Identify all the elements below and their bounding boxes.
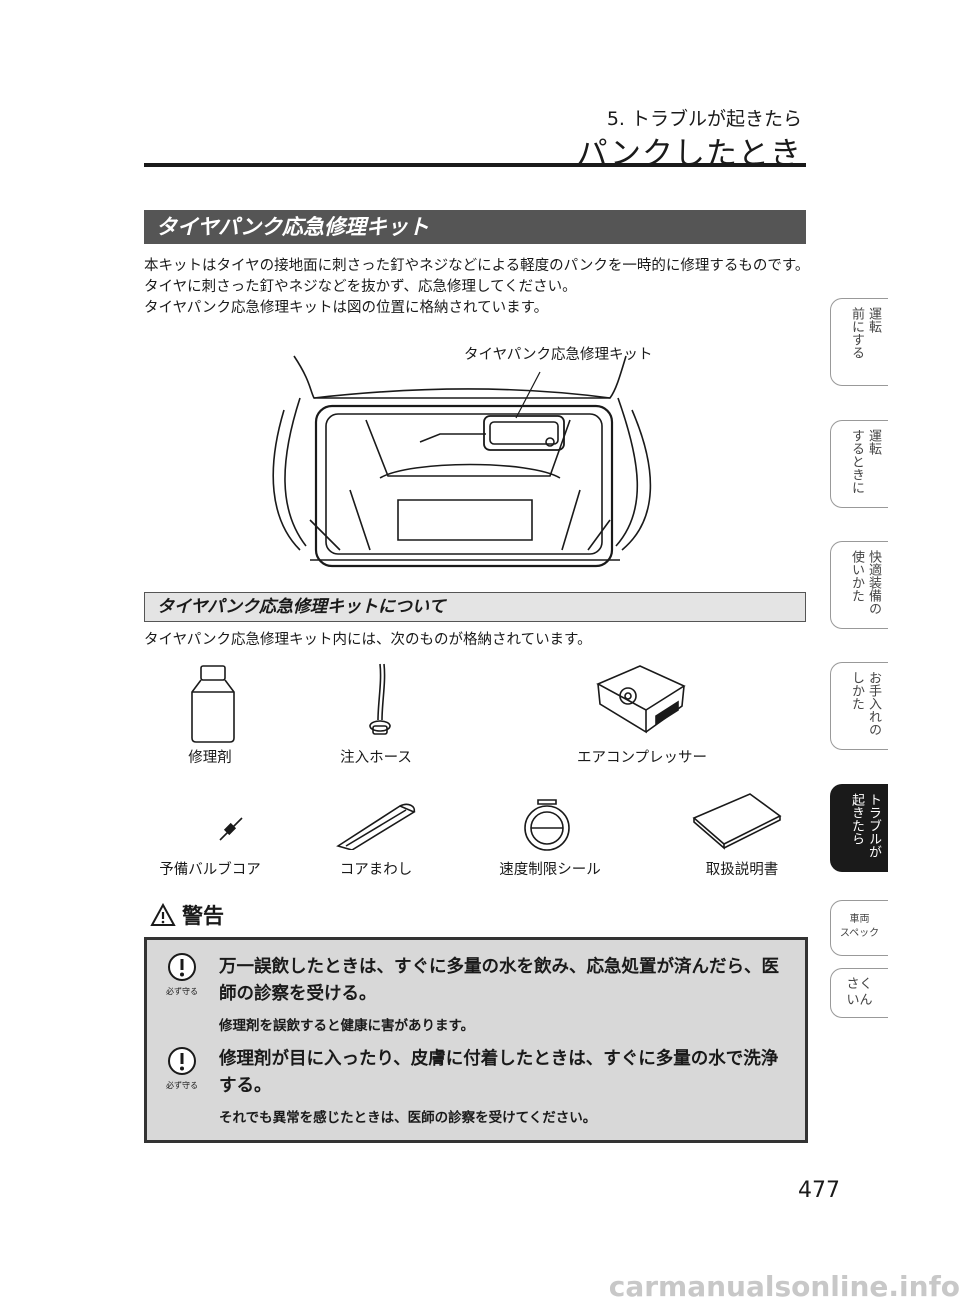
tab-label: 起きたら	[849, 793, 864, 845]
speed-limit-sticker-icon	[524, 799, 570, 851]
tab-label: お手入れの	[866, 671, 881, 736]
warning-title: 警告	[182, 904, 224, 928]
tab-label: するときに	[849, 429, 864, 494]
warning-detail: 修理剤を誤飲すると健康に害があります。	[219, 1018, 475, 1034]
warning-detail: それでも異常を感じたときは、医師の診察を受けてください。	[219, 1110, 597, 1126]
tab-specifications[interactable]: 車両 スペック	[830, 900, 888, 956]
tab-label: しかた	[849, 671, 864, 710]
item-label-speed-sticker: 速度制限シール	[499, 862, 601, 878]
paragraph: タイヤパンク応急修理キットは図の位置に格納されています。	[144, 300, 549, 316]
page-number: 477	[798, 1178, 840, 1203]
section-heading: タイヤパンク応急修理キット	[144, 210, 806, 244]
item-label-sealant: 修理剤	[188, 750, 232, 766]
watermark: carmanualsonline.info	[608, 1270, 960, 1303]
tab-maintenance[interactable]: お手入れの しかた	[830, 662, 888, 750]
trunk-illustration	[272, 355, 652, 568]
figure-callout: タイヤパンク応急修理キット	[464, 347, 653, 363]
tab-label: 運転	[866, 307, 881, 333]
tab-index[interactable]: さく いん	[830, 968, 888, 1018]
item-label-manual: 取扱説明書	[705, 862, 779, 878]
tab-before-driving[interactable]: 運転 前にする	[830, 298, 888, 386]
tab-label: さく	[846, 977, 873, 992]
tab-label: 車両	[849, 914, 870, 925]
item-label-hose: 注入ホース	[340, 750, 412, 766]
tab-label: 使いかた	[849, 550, 864, 602]
tab-while-driving[interactable]: 運転 するときに	[830, 420, 888, 508]
item-label-core-tool: コアまわし	[339, 862, 413, 878]
subsection-intro: タイヤパンク応急修理キット内には、次のものが格納されています。	[144, 632, 592, 648]
manual-booklet-icon	[692, 793, 782, 850]
sealant-bottle-icon	[191, 665, 235, 743]
warning-heading: 万一誤飲したときは、すぐに多量の水を飲み、応急処置が済んだら、医師の診察を受ける…	[219, 957, 779, 1004]
warning-heading: 修理剤が目に入ったり、皮膚に付着したときは、すぐに多量の水で洗浄する。	[219, 1049, 779, 1096]
warning-triangle-icon	[150, 903, 176, 926]
tab-label: 快適装備の	[866, 550, 881, 615]
tab-troubleshooting[interactable]: トラブルが 起きたら	[830, 784, 888, 872]
paragraph: タイヤに刺さった釘やネジなどを抜かず、応急修理してください。	[144, 279, 577, 295]
item-label-compressor: エアコンプレッサー	[576, 750, 708, 766]
tab-label: 前にする	[849, 307, 864, 359]
mandatory-icon	[168, 1047, 196, 1075]
tab-label: トラブルが	[866, 793, 881, 858]
mandatory-caption: 必ず守る	[166, 1081, 198, 1090]
header-rule	[144, 163, 806, 167]
chapter-title: 5. トラブルが起きたら	[606, 108, 802, 130]
core-tool-icon	[336, 803, 416, 850]
tab-comfort-equipment[interactable]: 快適装備の 使いかた	[830, 541, 888, 629]
subsection-heading: タイヤパンク応急修理キットについて	[144, 592, 806, 622]
mandatory-caption: 必ず守る	[166, 987, 198, 996]
warning-box: 必ず守る 万一誤飲したときは、すぐに多量の水を飲み、応急処置が済んだら、医師の診…	[144, 937, 808, 1143]
tab-label: 運転	[866, 429, 881, 455]
tab-label: いん	[846, 993, 873, 1008]
section-body: 本キットはタイヤの接地面に刺さった釘やネジなどによる軽度のパンクを一時的に修理す…	[144, 256, 812, 319]
item-label-valve-core: 予備バルブコア	[159, 862, 261, 878]
spare-valve-core-icon	[219, 817, 243, 841]
mandatory-icon	[168, 953, 196, 981]
air-compressor-icon	[596, 665, 686, 734]
injection-hose-icon	[369, 663, 391, 735]
paragraph: 本キットはタイヤの接地面に刺さった釘やネジなどによる軽度のパンクを一時的に修理す…	[144, 258, 810, 274]
tab-label: スペック	[839, 928, 880, 939]
